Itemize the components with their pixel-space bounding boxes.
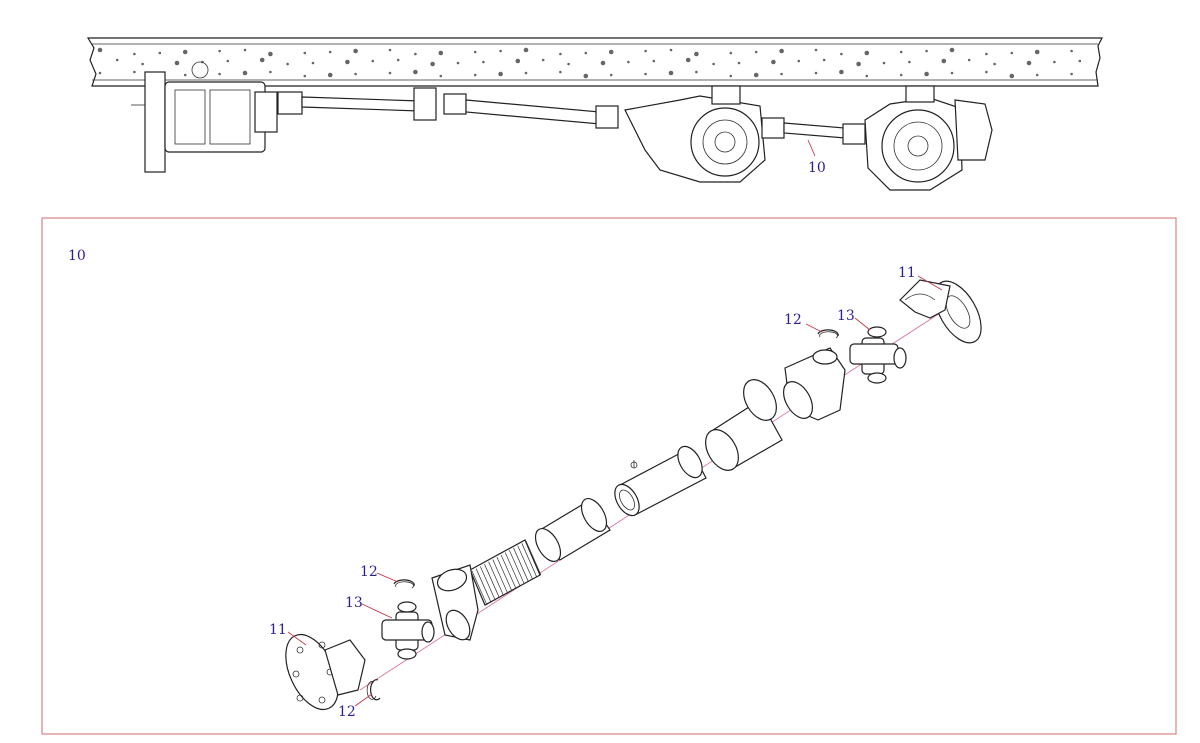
callouts: 11 12 13 12 13 11 12	[269, 265, 943, 720]
detail-frame	[41, 217, 1177, 735]
shaft-tube	[705, 379, 783, 471]
gearbox	[131, 61, 278, 173]
detail-group-label: 10	[68, 248, 86, 264]
callout-flange-left: 11	[269, 622, 287, 638]
callout-snapring-top: 12	[784, 312, 802, 328]
splined-shaft-yoke	[431, 539, 542, 641]
slip-sleeve	[614, 445, 707, 517]
mid-axle	[624, 85, 766, 183]
callout-flange-top: 11	[898, 265, 916, 281]
cross-journal-top	[849, 326, 907, 384]
frame-holes	[97, 47, 1082, 79]
callout-cross-left: 13	[345, 595, 363, 611]
snap-ring-left	[393, 579, 415, 589]
overview-callout-10: 10	[808, 160, 826, 176]
snap-ring-bottom	[366, 679, 381, 701]
inter-axle-shaft	[761, 117, 866, 145]
chassis-frame-rail	[86, 37, 1103, 87]
cross-journal-left	[381, 601, 435, 660]
callout-snapring-bottom: 12	[338, 704, 356, 720]
overview-assembly: 10	[86, 37, 1103, 191]
callout-snapring-left: 12	[360, 564, 378, 580]
front-propshaft	[277, 87, 619, 129]
rear-axle	[864, 85, 993, 191]
flange-yoke-left	[285, 633, 366, 711]
tube-yoke	[782, 347, 846, 421]
flange-yoke-top	[899, 279, 982, 344]
callout-cross-top: 13	[837, 308, 855, 324]
dust-tube	[534, 498, 611, 562]
detail-parts	[285, 279, 982, 711]
snap-ring-top	[817, 329, 839, 339]
